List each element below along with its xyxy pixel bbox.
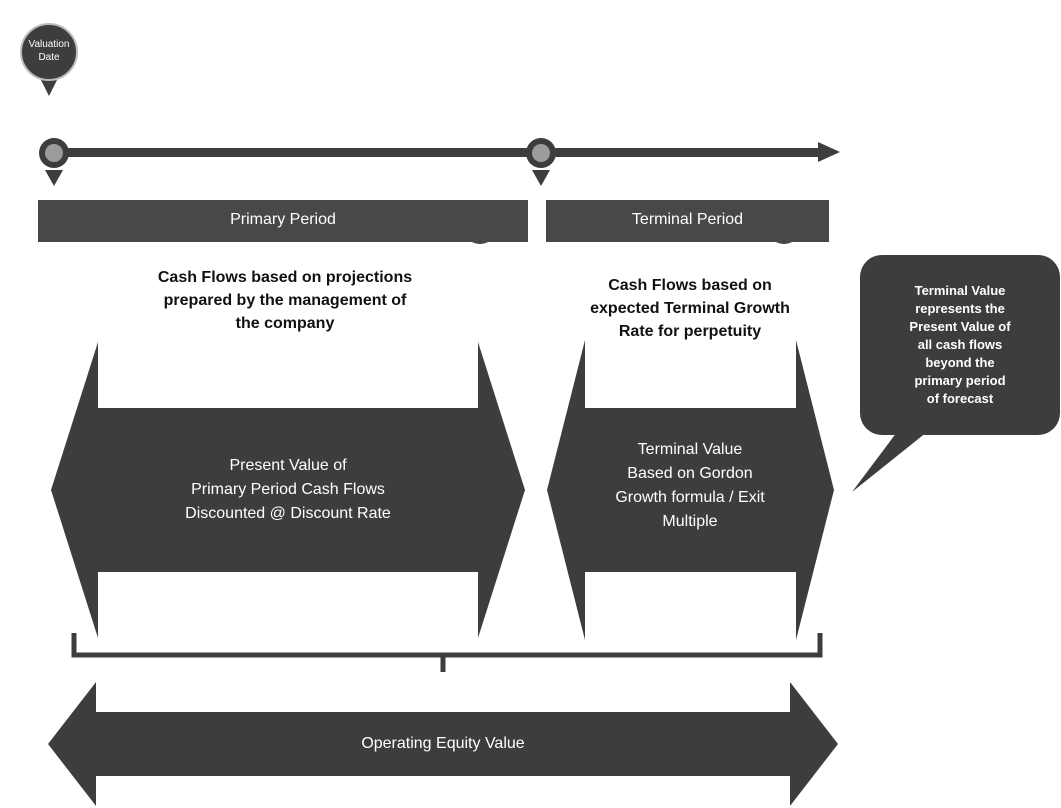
terminal-period-description: Cash Flows based on expected Terminal Gr… — [590, 277, 790, 340]
timeline-mid-pointer — [532, 170, 550, 186]
primary-value-arrow — [51, 342, 525, 638]
primary-value-text: Present Value of Primary Period Cash Flo… — [185, 457, 391, 522]
primary-period-label: Primary Period — [230, 211, 336, 228]
terminal-period-bar — [546, 200, 829, 244]
primary-period-bar — [38, 200, 528, 244]
sum-brace — [71, 633, 823, 672]
operating-equity-label: Operating Equity Value — [361, 735, 525, 752]
terminal-value-arrow — [547, 340, 834, 640]
operating-equity-arrow — [48, 682, 838, 806]
timeline-line — [49, 148, 824, 157]
callout-text: Terminal Value represents the Present Va… — [909, 283, 1011, 406]
timeline-arrowhead — [818, 142, 840, 162]
terminal-value-text: Terminal Value Based on Gordon Growth fo… — [615, 441, 765, 530]
primary-period-description: Cash Flows based on projections prepared… — [157, 269, 413, 332]
valuation-date-pin — [20, 23, 78, 97]
valuation-date-label: Valuation Date — [28, 39, 70, 63]
timeline — [39, 138, 840, 186]
callout-bubble — [852, 255, 1060, 492]
terminal-period-label: Terminal Period — [631, 211, 744, 228]
timeline-start-pointer — [45, 170, 63, 186]
